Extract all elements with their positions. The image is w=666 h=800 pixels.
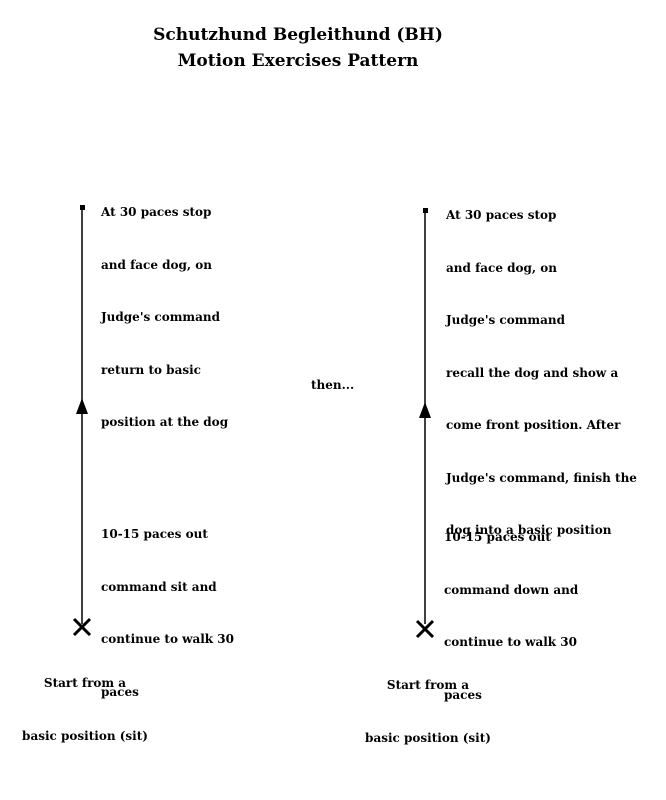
note-line: At 30 paces stop [101,205,212,219]
note-line: Start from a [43,676,127,690]
note-line: Start from a [386,678,470,692]
note-line: 10-15 paces out [101,527,208,541]
note-line: recall the dog and show a [446,365,619,380]
left-top-note: At 30 paces stop and face dog, on Judge'… [101,169,228,449]
diagram-title-line-1: Schutzhund Begleithund (BH) [153,25,443,45]
note-line: paces [444,687,482,702]
left-middle-note: 10-15 paces out command sit and continue… [101,491,234,719]
note-line: At 30 paces stop [446,208,557,222]
left-direction-arrow [76,398,88,414]
note-line: return to basic [101,362,201,377]
note-line: paces [101,684,139,699]
right-top-note: At 30 paces stop and face dog, on Judge'… [446,172,637,557]
diagram-title-line-2: Motion Exercises Pattern [177,51,419,71]
note-line: Judge's command, finish the [446,470,637,485]
note-line: command down and [444,582,579,597]
note-line: basic position (sit) [22,728,148,743]
note-line: basic position (sit) [365,730,491,745]
right-stop-point-marker [423,208,428,213]
left-start-note: Start from a basic position (sit) [19,640,151,763]
note-line: dog into a basic position [446,523,612,537]
left-stop-point-marker [80,205,85,210]
note-line: continue to walk 30 [101,632,234,646]
right-direction-arrow [419,402,431,418]
note-line: command sit and [101,579,217,594]
note-line: position at the dog [101,415,229,429]
then-connector-label: then... [311,378,355,392]
left-start-x-marker [72,617,92,637]
right-start-note: Start from a basic position (sit) [362,642,494,765]
note-line: 10-15 paces out [444,530,551,544]
note-line: come front position. After [446,418,621,432]
right-start-x-marker [415,619,435,639]
note-line: continue to walk 30 [444,635,577,649]
note-line: and face dog, on [446,260,557,275]
note-line: Judge's command [101,310,221,324]
note-line: and face dog, on [101,257,212,272]
note-line: Judge's command [446,313,566,327]
right-middle-note: 10-15 paces out command down and continu… [444,494,578,722]
